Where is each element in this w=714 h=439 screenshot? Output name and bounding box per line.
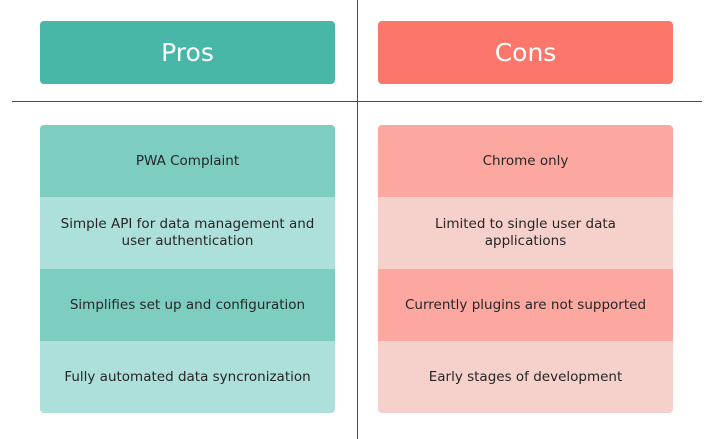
pros-item: PWA Complaint xyxy=(40,125,335,197)
pros-list: PWA Complaint Simple API for data manage… xyxy=(40,125,335,413)
horizontal-divider xyxy=(12,101,702,102)
cons-item: Early stages of development xyxy=(378,341,673,413)
cons-item: Chrome only xyxy=(378,125,673,197)
cons-header: Cons xyxy=(378,21,673,84)
pros-header: Pros xyxy=(40,21,335,84)
cons-item: Limited to single user data applications xyxy=(378,197,673,269)
pros-item: Simple API for data management and user … xyxy=(40,197,335,269)
cons-title: Cons xyxy=(494,38,557,67)
pros-title: Pros xyxy=(161,38,214,67)
pros-item: Fully automated data syncronization xyxy=(40,341,335,413)
cons-list: Chrome only Limited to single user data … xyxy=(378,125,673,413)
vertical-divider xyxy=(357,0,358,439)
pros-item: Simplifies set up and configuration xyxy=(40,269,335,341)
cons-item: Currently plugins are not supported xyxy=(378,269,673,341)
